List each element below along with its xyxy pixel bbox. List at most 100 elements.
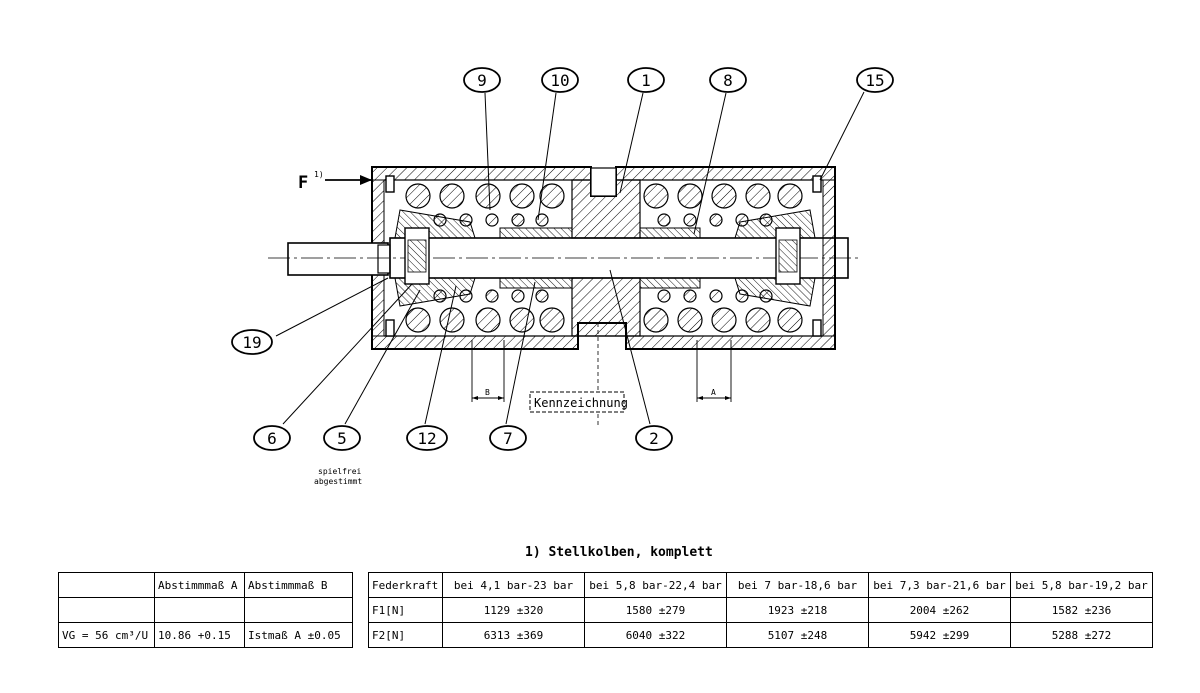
spring-coil xyxy=(759,213,773,227)
callout-15: 15 xyxy=(856,67,894,93)
force-footnote-mark: 1) xyxy=(314,170,324,179)
table-cell: 5288 ±272 xyxy=(1010,622,1153,648)
table-cell: F2[N] xyxy=(368,622,443,648)
spring-coil xyxy=(439,307,465,333)
spring-coil xyxy=(709,213,723,227)
cross-section-drawing: F 1) B A Kennzeichnung spielfrei abgesti… xyxy=(231,67,894,486)
spring-coil xyxy=(777,307,803,333)
table-cell: 2004 ±262 xyxy=(868,597,1011,623)
force-arrow: F 1) xyxy=(298,170,372,193)
spring-coil xyxy=(643,183,669,209)
spring-coil xyxy=(683,289,697,303)
spring-coil xyxy=(433,289,447,303)
callout-2: 2 xyxy=(635,425,673,451)
spring-coil xyxy=(745,307,771,333)
callout-label: 6 xyxy=(267,429,277,448)
callout-12: 12 xyxy=(406,425,448,451)
leader-lines xyxy=(275,91,865,425)
force-label: F xyxy=(298,173,308,193)
spring-coil xyxy=(711,183,737,209)
spring-coil xyxy=(683,213,697,227)
spring-coil xyxy=(511,213,525,227)
callout-label: 15 xyxy=(865,71,884,90)
spring-coil xyxy=(485,289,499,303)
spring-coil xyxy=(711,307,737,333)
callout-label: 12 xyxy=(417,429,436,448)
dimension-a-label: A xyxy=(711,388,716,397)
spring-coil xyxy=(535,289,549,303)
callout-label: 10 xyxy=(550,71,569,90)
spring-coil xyxy=(405,307,431,333)
housing xyxy=(371,166,836,350)
spring-coil xyxy=(433,213,447,227)
table-cell: 6040 ±322 xyxy=(584,622,727,648)
spring-coil xyxy=(643,307,669,333)
spring-coils xyxy=(405,183,803,333)
spring-force-table: Federkraft bei 4,1 bar-23 bar bei 5,8 ba… xyxy=(368,572,1153,648)
callout-1: 1 xyxy=(627,67,665,93)
spring-coil xyxy=(745,183,771,209)
table-row xyxy=(58,597,353,623)
spring-coil xyxy=(539,183,565,209)
spring-coil xyxy=(777,183,803,209)
table-cell: VG = 56 cm³/U xyxy=(58,622,155,648)
spring-coil xyxy=(759,289,773,303)
callout-8: 8 xyxy=(709,67,747,93)
kennzeichnung-text: Kennzeichnung xyxy=(534,396,628,410)
spring-coil xyxy=(735,213,749,227)
table-cell xyxy=(58,597,155,623)
table-cell: Federkraft xyxy=(368,572,443,598)
table-row: Abstimmmaß A Abstimmmaß B xyxy=(58,572,353,598)
spring-coil xyxy=(535,213,549,227)
table-cell: 1923 ±218 xyxy=(726,597,869,623)
spring-coil xyxy=(735,289,749,303)
callout-label: 2 xyxy=(649,429,659,448)
table-row: Federkraft bei 4,1 bar-23 bar bei 5,8 ba… xyxy=(368,572,1153,598)
table-cell: bei 5,8 bar-22,4 bar xyxy=(584,572,727,598)
spring-coil xyxy=(459,289,473,303)
callout-9: 9 xyxy=(463,67,501,93)
spring-coil xyxy=(657,289,671,303)
dimension-b: B xyxy=(471,340,505,402)
callout-7: 7 xyxy=(489,425,527,451)
footnote-title: 1) Stellkolben, komplett xyxy=(525,545,713,560)
callout-label: 9 xyxy=(477,71,487,90)
dimension-a: A xyxy=(696,340,732,402)
callout-label: 19 xyxy=(242,333,261,352)
table-row: F2[N] 6313 ±369 6040 ±322 5107 ±248 5942… xyxy=(368,622,1153,648)
callout-6: 6 xyxy=(253,425,291,451)
tuning-dimension-table: Abstimmmaß A Abstimmmaß B VG = 56 cm³/U … xyxy=(58,572,353,648)
dimension-b-label: B xyxy=(485,388,490,397)
table-cell xyxy=(58,572,155,598)
spring-coil xyxy=(475,307,501,333)
table-cell xyxy=(244,597,353,623)
table-cell: 6313 ±369 xyxy=(442,622,585,648)
spring-coil xyxy=(677,183,703,209)
spring-coil xyxy=(485,213,499,227)
spring-coil xyxy=(405,183,431,209)
table-cell: Istmaß A ±0.05 xyxy=(244,622,353,648)
table-row: VG = 56 cm³/U 10.86 +0.15 Istmaß A ±0.05 xyxy=(58,622,353,648)
table-cell: bei 4,1 bar-23 bar xyxy=(442,572,585,598)
callout-5: 5 xyxy=(323,425,361,451)
table-row: F1[N] 1129 ±320 1580 ±279 1923 ±218 2004… xyxy=(368,597,1153,623)
central-piston xyxy=(571,167,641,337)
table-cell: bei 7 bar-18,6 bar xyxy=(726,572,869,598)
spring-coil xyxy=(677,307,703,333)
table-cell: 1580 ±279 xyxy=(584,597,727,623)
spring-coil xyxy=(511,289,525,303)
table-cell: F1[N] xyxy=(368,597,443,623)
spring-coil xyxy=(539,307,565,333)
spring-coil xyxy=(475,183,501,209)
table-cell: 10.86 +0.15 xyxy=(154,622,245,648)
table-cell: 5107 ±248 xyxy=(726,622,869,648)
callout-label: 7 xyxy=(503,429,513,448)
spring-coil xyxy=(657,213,671,227)
spring-coil xyxy=(509,307,535,333)
shaft xyxy=(268,237,860,279)
spring-coil xyxy=(439,183,465,209)
spring-coil xyxy=(509,183,535,209)
table-cell: 1582 ±236 xyxy=(1010,597,1153,623)
table-cell xyxy=(154,597,245,623)
table-cell: bei 5,8 bar-19,2 bar xyxy=(1010,572,1153,598)
